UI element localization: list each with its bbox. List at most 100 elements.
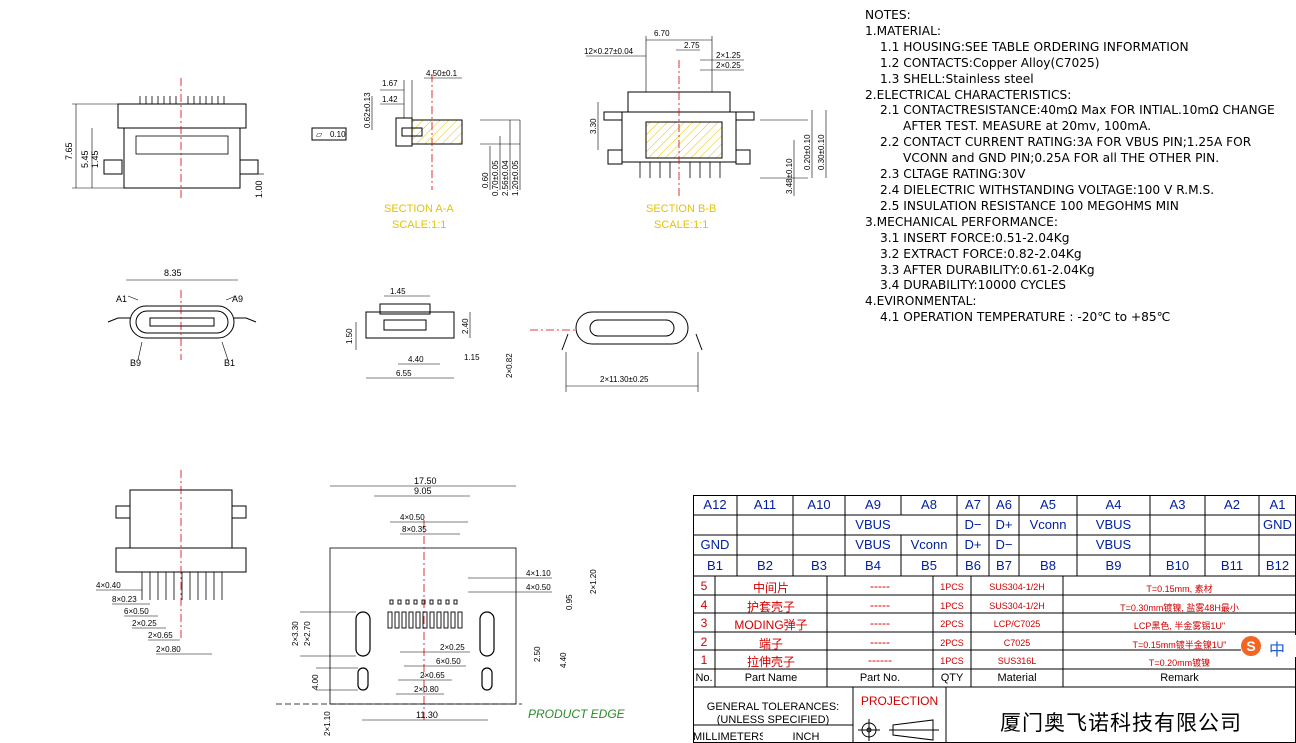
pin-cell-a-sig: VBUS [1095,517,1132,532]
dim-2330: 2×3.30 [291,621,300,646]
section-b-scale: SCALE:1:1 [654,219,708,231]
notes-item-continued: VCONN and GND PIN;0.25A FOR all THE OTHE… [903,151,1220,166]
dim-440: 4.40 [559,652,568,668]
pin-cell-a-sig: VBUS [855,517,891,532]
dim-2110: 2×1.10 [323,711,332,736]
dim-2025: 2×0.25 [716,61,741,70]
dim-s145: 1.45 [390,287,406,296]
dim-4050: 4×0.50 [400,513,425,522]
tolerance-subtitle: (UNLESS SPECIFIED) [716,714,830,726]
dim-2065b: 2×0.65 [420,671,445,680]
header-material: Material [997,672,1037,684]
notes-item: 2.4 DIELECTRIC WITHSTANDING VOLTAGE:100 … [880,182,1215,197]
product-edge-label: PRODUCT EDGE [528,707,626,721]
company-name: 厦门奥飞诺科技有限公司 [1000,711,1242,735]
pin-cell-b-row: B7 [996,558,1012,573]
dim-1750: 17.50 [414,476,437,486]
dim-flatness: 0.10 [330,130,346,139]
bom-cell-material: C7025 [1003,638,1031,648]
dim-120: 1.20±0.05 [511,160,520,196]
bom-cell-remark: LCP黑色, 半金雾锡1U" [1133,621,1226,631]
notes-heading: 2.ELECTRICAL CHARACTERISTICS: [865,87,1072,102]
section-b-title: SECTION B-B [646,203,716,215]
bom-cell-name: 拉伸壳子 [746,655,795,669]
side-view [355,295,471,379]
dim-330: 3.30 [589,118,598,134]
bom-cell-name: MODING弹子 [734,618,808,632]
ime-zh-label: 中 [1269,642,1286,659]
dim-6050: 6×0.50 [124,607,149,616]
unit-inch: INCH [792,731,820,743]
dim-s2082: 2×0.82 [505,353,514,378]
pin-cell-b-row: B2 [757,558,773,573]
notes-item: 1.3 SHELL:Stainless steel [880,71,1034,86]
pin-cell-a-row: A2 [1224,497,1240,512]
pcb-footprint-view [276,485,552,721]
dim-2270: 2×2.70 [303,621,312,646]
bom-cell-part-no: ----- [870,598,890,612]
pin-cell-b-row: B1 [707,558,723,573]
pin-cell-b-row: B8 [1040,558,1056,573]
bom-cell-no: 3 [700,616,708,630]
header-part-no: Part No. [859,672,901,684]
notes-item: 1.2 CONTACTS:Copper Alloy(C7025) [880,55,1100,70]
dim-4050b: 4×0.50 [526,583,551,592]
dim-145: 1.45 [90,150,100,168]
bom-cell-material: LCP/C7025 [993,619,1041,629]
section-b-view [586,36,827,196]
pin-cell-b-row: B3 [811,558,827,573]
dim-765: 7.65 [64,142,74,160]
dim-142: 1.42 [382,95,398,104]
bottom-left-view [96,470,247,655]
dim-1227: 12×0.27±0.04 [584,47,634,56]
notes-item: 3.3 AFTER DURABILITY:0.61-2.04Kg [880,262,1095,277]
unit-mm: MILLIMETERS [693,731,763,743]
pin-cell-a-row: A8 [921,497,937,512]
pin-cell-a-row: A7 [965,497,981,512]
pin-cell-b-sig: Vconn [910,537,948,552]
dim-8035: 8×0.35 [402,525,427,534]
pin-cell-b-row: B11 [1220,558,1244,573]
bom-cell-qty: 1PCS [940,582,964,592]
bom-cell-qty: 1PCS [940,656,964,666]
dim-545: 5.45 [80,150,90,168]
header-remark: Remark [1160,672,1199,684]
bom-cell-no: 2 [700,635,708,649]
pin-cell-a-sig: D− [964,517,982,532]
dim-2025b: 2×0.25 [132,619,157,628]
top-outline-view [530,311,703,392]
dim-060: 0.60 [481,172,490,188]
dim-905: 9.05 [414,486,432,496]
flatness-symbol: ▱ [316,130,323,139]
header-qty: QTY [940,672,964,684]
pin-cell-b-sig: D− [995,537,1013,552]
dim-2080b: 2×0.80 [414,685,439,694]
bom-cell-material: SUS304-1/2H [989,582,1045,592]
dim-250: 2.50 [533,646,542,662]
bom-cell-name: 中间片 [752,581,789,595]
pin-cell-b-row: B12 [1265,558,1290,573]
bom-cell-part-no: ----- [870,616,890,630]
dim-670: 6.70 [654,29,670,38]
section-a-view [311,74,521,190]
bom-cell-remark: T=0.30mm镀镍, 盐雾48H最小 [1120,603,1239,613]
dim-070: 0.70±0.05 [491,160,500,196]
bom-cell-material: SUS304-1/2H [989,601,1045,611]
dim-s440: 4.40 [408,355,424,364]
bom-cell-qty: 2PCS [940,638,964,648]
ime-s-icon: S [1241,636,1261,656]
dim-062: 0.62±0.13 [363,92,372,128]
dim-2125: 2×1.25 [716,51,741,60]
notes-item-continued: AFTER TEST. MEASURE at 20mv, 100mA. [903,119,1152,134]
bom-cell-part-no: ----- [870,635,890,649]
receptacle-face-view [107,279,257,361]
bom-cell-name: 端子 [758,637,783,651]
pin-cell-a-row: A10 [807,497,831,512]
bom-cell-material: SUS316L [997,656,1037,666]
notes-item: 2.5 INSULATION RESISTANCE 100 MEGOHMS MI… [880,198,1179,213]
label-a1: A1 [116,294,127,304]
label-b9: B9 [130,358,141,368]
notes-item: 4.1 OPERATION TEMPERATURE : -20℃ to +85℃ [880,310,1171,325]
dim-2025c: 2×0.25 [440,643,465,652]
pin-cell-a-row: A9 [865,497,881,512]
